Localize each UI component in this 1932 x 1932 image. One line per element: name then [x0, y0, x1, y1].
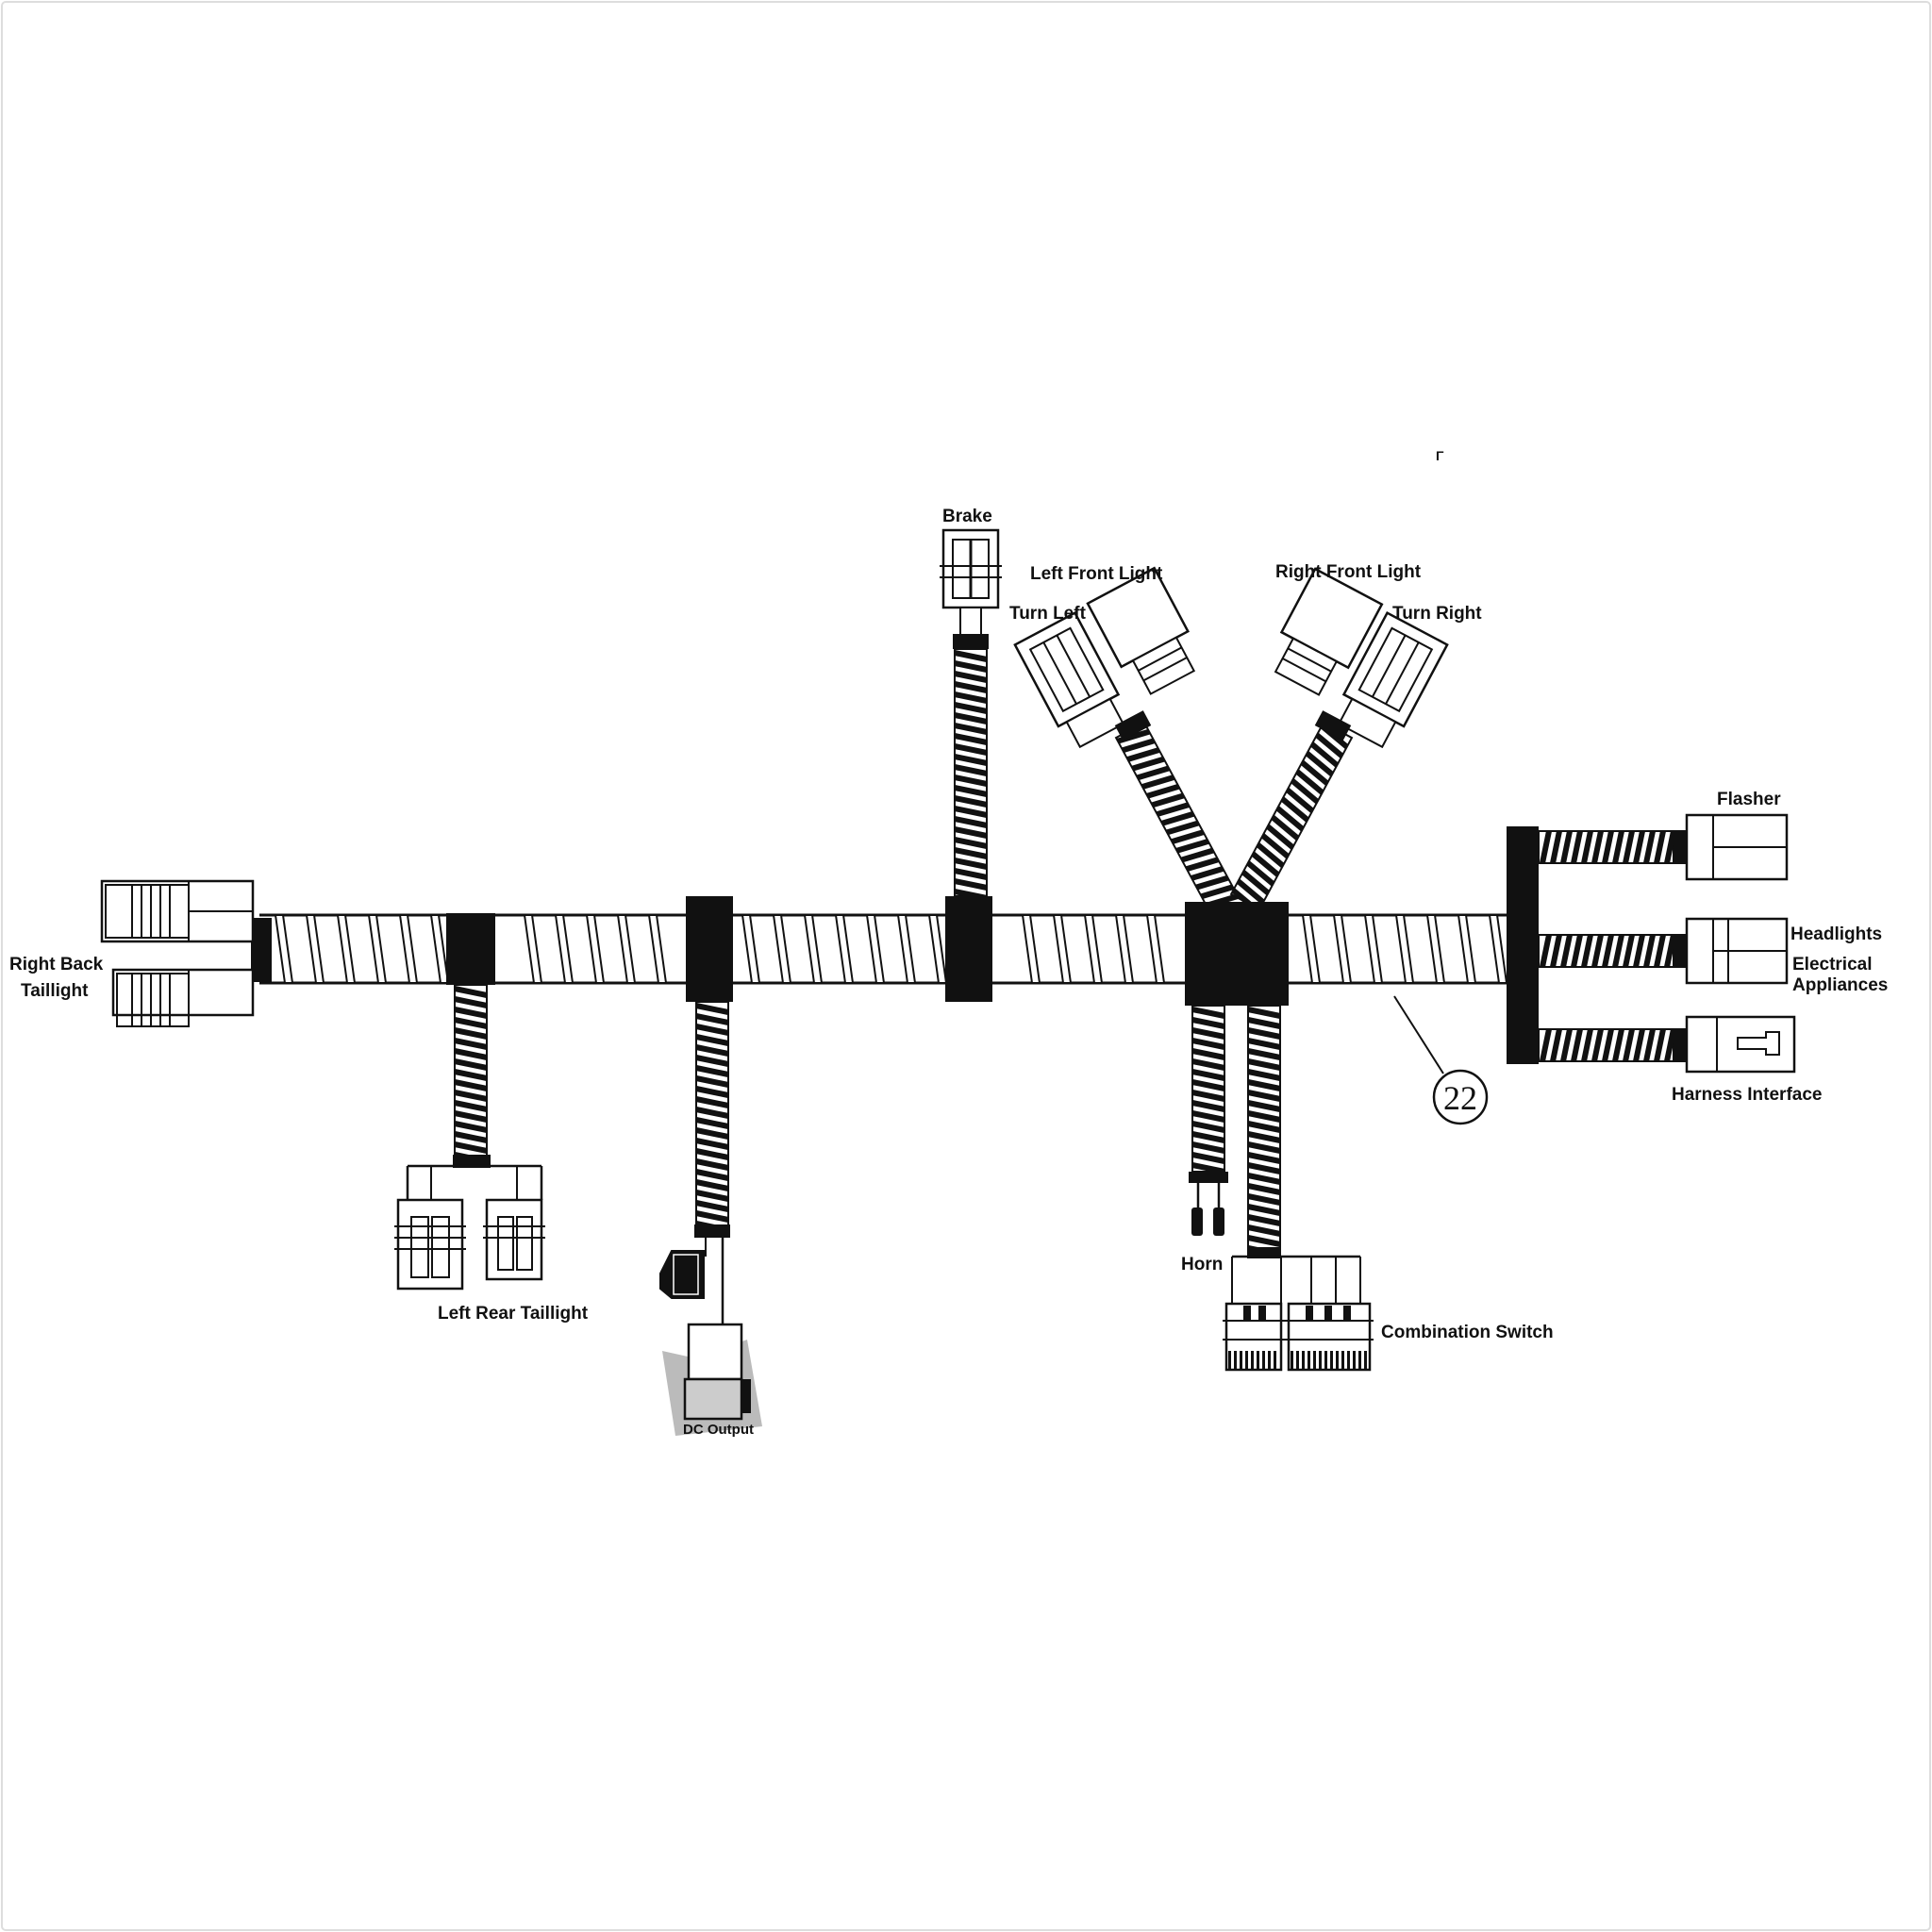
- label-combination-switch: Combination Switch: [1381, 1323, 1554, 1342]
- right-front-light-connector: [1274, 567, 1449, 749]
- branch-headlights: [1538, 934, 1676, 968]
- junction-blocks: [251, 826, 1539, 1064]
- label-dc-output: DC Output: [683, 1422, 754, 1438]
- branch-combination-switch: [1247, 1005, 1281, 1257]
- brake-connector: [940, 528, 1002, 649]
- label-headlights: Headlights: [1790, 924, 1882, 944]
- junction-block-brake: [945, 896, 992, 1002]
- branch-left-rear-taillight: [454, 984, 488, 1164]
- label-right-back-taillight-1: Right Back: [9, 955, 104, 974]
- right-back-taillight-connector: [100, 879, 255, 1027]
- combination-switch-connector: [1223, 1255, 1374, 1372]
- label-flasher: Flasher: [1717, 790, 1781, 809]
- branch-dc-output: [695, 1001, 729, 1233]
- branch-horn: [1191, 1005, 1225, 1174]
- flasher-connector: [1674, 813, 1789, 881]
- junction-block-right-end: [1507, 826, 1539, 1064]
- junction-block-left-taillight: [446, 913, 495, 985]
- callout-number: 22: [1443, 1079, 1477, 1117]
- dc-output-connector: [659, 1234, 762, 1436]
- headlights-connector: [1674, 917, 1789, 985]
- branch-right-front-light: [1229, 721, 1354, 914]
- label-right-front-light: Right Front Light: [1275, 562, 1422, 582]
- junction-block-left-end: [251, 918, 272, 982]
- label-brake: Brake: [942, 507, 992, 526]
- left-rear-taillight-connector: [394, 1164, 545, 1291]
- branch-left-front-light: [1114, 721, 1239, 911]
- left-front-light-connector: [1013, 566, 1196, 749]
- label-left-front-light: Left Front Light: [1030, 564, 1163, 584]
- label-horn: Horn: [1181, 1255, 1223, 1274]
- label-turn-right: Turn Right: [1392, 604, 1482, 624]
- label-turn-left: Turn Left: [1009, 604, 1087, 624]
- junction-block-central: [1185, 902, 1289, 1006]
- horn-connector: [1189, 1172, 1228, 1236]
- label-right-back-taillight-2: Taillight: [21, 981, 89, 1001]
- label-electrical-appliances-2: Appliances: [1792, 975, 1888, 995]
- stray-mark: Γ: [1436, 448, 1444, 463]
- label-left-rear-taillight: Left Rear Taillight: [438, 1304, 589, 1324]
- junction-block-dc-output: [686, 896, 733, 1002]
- branch-flasher: [1538, 830, 1676, 864]
- harness-interface-connector: [1674, 1015, 1796, 1074]
- label-electrical-appliances-1: Electrical: [1792, 955, 1873, 974]
- branch-harness-interface: [1538, 1028, 1676, 1062]
- callout-22: 22: [1393, 995, 1489, 1125]
- label-harness-interface: Harness Interface: [1672, 1085, 1822, 1105]
- branch-brake: [954, 648, 988, 901]
